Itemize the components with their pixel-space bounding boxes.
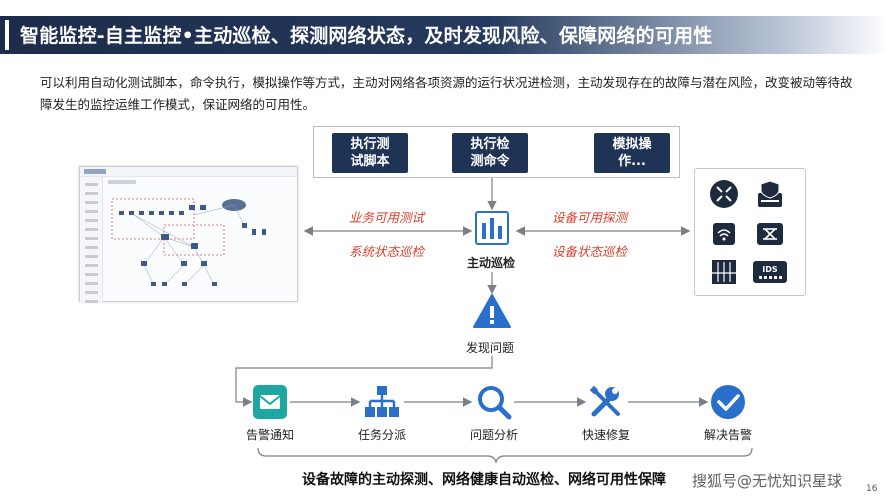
label-device-inspection: 设备状态巡检 (552, 244, 628, 259)
bar-chart-icon (475, 211, 509, 245)
svg-text:IDS: IDS (762, 265, 778, 274)
firewall-icon (758, 180, 782, 207)
tool-check-command: 执行检测命令 (452, 133, 528, 173)
title-bar: 智能监控-自主监控•主动巡检、探测网络状态，及时发现风险、保障网络的可用性 (0, 16, 889, 54)
label-device-probe: 设备可用探测 (552, 210, 628, 225)
summary-bracket (257, 447, 753, 464)
summary-text: 设备故障的主动探测、网络健康自动巡检、网络可用性保障 (302, 472, 666, 488)
discover-to-flow-line (235, 356, 493, 407)
router-icon (710, 180, 738, 208)
server-rack-icon (712, 260, 736, 284)
intro-paragraph: 可以利用自动化测试脚本，命令执行，模拟操作等方式，主动对网络各项资源的运行状况进… (40, 75, 853, 112)
step-label-dispatch: 任务分派 (357, 428, 406, 442)
switch-icon (757, 223, 783, 245)
magnifier-icon (478, 386, 512, 420)
title-accent (5, 20, 9, 50)
discover-label: 发现问题 (466, 341, 515, 355)
ids-icon: IDS (753, 261, 787, 283)
step-label-alert: 告警通知 (245, 428, 294, 442)
step-label-repair: 快速修复 (581, 428, 630, 442)
warning-icon (473, 294, 511, 328)
wireless-ap-icon (713, 223, 735, 245)
hierarchy-icon (365, 386, 399, 417)
topology-graph (111, 198, 266, 286)
center-label: 主动巡检 (467, 256, 516, 270)
tool-test-script: 执行测试脚本 (332, 133, 408, 173)
page-title: 智能监控-自主监控•主动巡检、探测网络状态，及时发现风险、保障网络的可用性 (20, 25, 713, 47)
label-business-test: 业务可用测试 (349, 210, 425, 225)
tool-simulate: 模拟操作... (594, 133, 670, 173)
check-circle-icon (711, 385, 745, 419)
mail-icon (253, 385, 287, 419)
tools-icon (589, 385, 620, 417)
device-panel: IDS (694, 168, 806, 296)
monitor-screenshot (79, 166, 298, 303)
step-label-analysis: 问题分析 (469, 428, 518, 442)
tools-box: 执行测试脚本 执行检测命令 模拟操作... (313, 126, 680, 178)
step-label-resolve: 解决告警 (703, 428, 752, 442)
watermark: 搜狐号@无忧知识星球 (692, 472, 843, 490)
page-number: 16 (866, 484, 878, 494)
label-system-inspection: 系统状态巡检 (349, 244, 425, 259)
